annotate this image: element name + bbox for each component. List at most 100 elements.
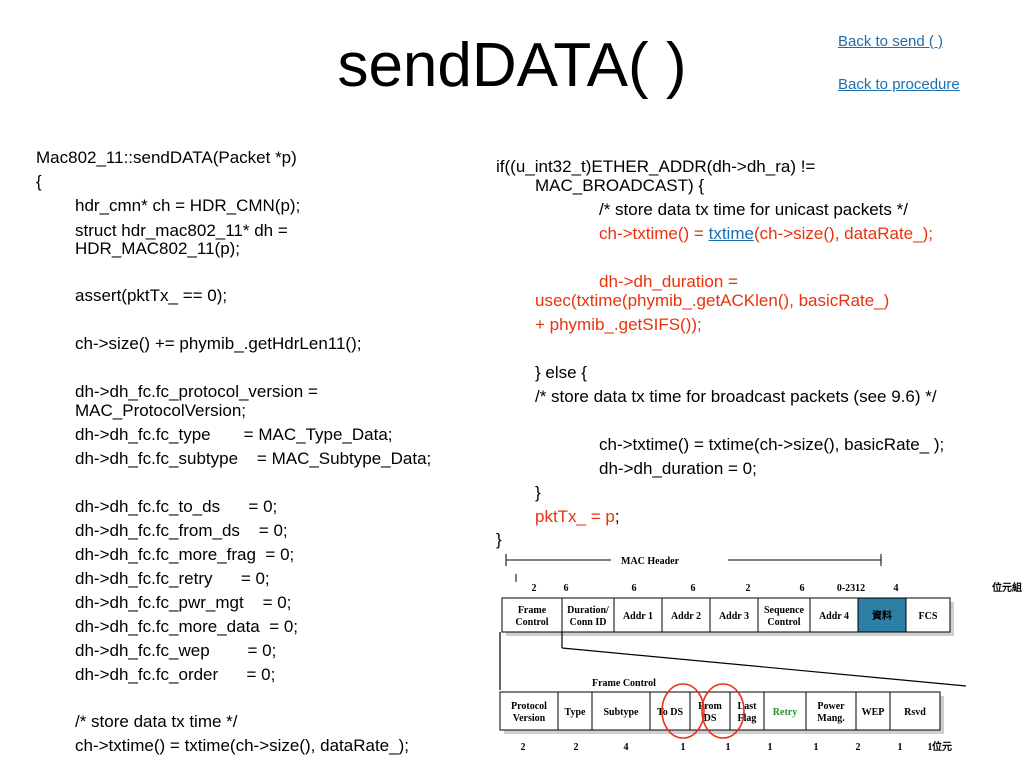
code-line: dh->dh_fc.fc_more_frag = 0; bbox=[75, 545, 295, 564]
bottom-size-label: 2 bbox=[521, 742, 526, 753]
code-line: MAC_BROADCAST) { bbox=[535, 176, 705, 195]
code-line: if((u_int32_t)ETHER_ADDR(dh->dh_ra) != bbox=[496, 157, 816, 176]
frame-control-field-cell bbox=[591, 691, 651, 731]
frame-field-label: Control bbox=[767, 617, 800, 628]
frame-control-field-label: Subtype bbox=[603, 707, 639, 718]
frame-control-field-label: Protocol bbox=[511, 701, 547, 712]
frame-control-field-label: Rsvd bbox=[904, 707, 926, 718]
code-text: ; bbox=[614, 507, 620, 526]
frame-field-cell bbox=[501, 597, 563, 633]
frame-control-field-label: Power bbox=[817, 701, 845, 712]
code-line: /* store data tx time */ bbox=[75, 712, 238, 731]
frame-field-cell bbox=[757, 597, 811, 633]
top-size-label: 2 bbox=[532, 583, 537, 594]
code-line: ch->size() += phymib_.getHdrLen11(); bbox=[75, 334, 362, 353]
frame-control-field-label: Last bbox=[738, 701, 758, 712]
frame-control-field-cell bbox=[763, 691, 807, 731]
frame-control-field-label: Type bbox=[565, 707, 586, 718]
code-line: HDR_MAC802_11(p); bbox=[75, 239, 241, 258]
back-to-procedure-link[interactable]: Back to procedure bbox=[838, 76, 960, 93]
frame-control-field-label: Version bbox=[513, 713, 546, 724]
code-line: dh->dh_fc.fc_protocol_version = bbox=[75, 382, 318, 401]
code-red-text: pktTx_ = p bbox=[535, 507, 615, 526]
frame-field-label: FCS bbox=[919, 611, 938, 622]
frame-control-field-label: WEP bbox=[862, 707, 885, 718]
frame-control-field-cell bbox=[855, 691, 891, 731]
code-line: ch->txtime() = txtime(ch->size(), dataRa… bbox=[75, 736, 409, 755]
code-line: dh->dh_fc.fc_retry = 0; bbox=[75, 569, 270, 588]
frame-field-cell bbox=[561, 597, 615, 633]
bottom-size-label: 1 bbox=[898, 742, 903, 753]
code-line: /* store data tx time for unicast packet… bbox=[599, 200, 908, 219]
bottom-size-label: 1 bbox=[681, 742, 686, 753]
code-red-text: (ch->size(), dataRate_); bbox=[753, 224, 933, 243]
code-line: /* store data tx time for broadcast pack… bbox=[535, 387, 937, 406]
top-unit-label: 位元組 bbox=[992, 581, 1022, 594]
code-line: dh->dh_fc.fc_type = MAC_Type_Data; bbox=[75, 425, 393, 444]
top-size-label: 6 bbox=[632, 583, 637, 594]
frame-field-cell bbox=[857, 597, 907, 633]
code-line: } bbox=[496, 530, 502, 549]
to-ds-highlight-circle bbox=[661, 683, 705, 739]
bottom-size-label: 1 bbox=[814, 742, 819, 753]
code-line: usec(txtime(phymib_.getACKlen(), basicRa… bbox=[535, 291, 890, 310]
code-line: { bbox=[36, 172, 42, 191]
frame-field-label: Conn ID bbox=[570, 617, 607, 628]
code-line: dh->dh_duration = bbox=[599, 272, 738, 291]
code-line: } else { bbox=[535, 363, 587, 382]
frame-field-label: Control bbox=[515, 617, 548, 628]
frame-field-label: Duration/ bbox=[567, 605, 609, 616]
frame-field-cell bbox=[613, 597, 663, 633]
bottom-size-label: 1 bbox=[726, 742, 731, 753]
frame-field-label: 資料 bbox=[872, 609, 892, 622]
code-line: pktTx_ = p; bbox=[535, 505, 620, 529]
bottom-size-label: 1 bbox=[768, 742, 773, 753]
txtime-link[interactable]: txtime bbox=[708, 224, 754, 243]
frame-field-label: Addr 2 bbox=[671, 611, 701, 622]
bottom-size-label: 2 bbox=[574, 742, 579, 753]
bottom-unit-label: 位元 bbox=[932, 740, 952, 753]
code-line: dh->dh_fc.fc_subtype = MAC_Subtype_Data; bbox=[75, 449, 432, 468]
bottom-size-label: 1 bbox=[928, 742, 933, 753]
back-to-send-link[interactable]: Back to send ( ) bbox=[838, 33, 944, 50]
frame-control-field-label: DS bbox=[704, 713, 717, 724]
frame-control-field-cell bbox=[805, 691, 857, 731]
top-size-label: 6 bbox=[691, 583, 696, 594]
frame-field-cell bbox=[709, 597, 759, 633]
code-line: } bbox=[535, 483, 541, 502]
top-size-label: 6 bbox=[564, 583, 569, 594]
code-line: dh->dh_fc.fc_order = 0; bbox=[75, 665, 276, 684]
frame-control-field-cell bbox=[649, 691, 691, 731]
code-line: hdr_cmn* ch = HDR_CMN(p); bbox=[75, 196, 301, 215]
frame-control-label: Frame Control bbox=[592, 678, 656, 689]
frame-field-cell bbox=[905, 597, 951, 633]
frame-control-field-cell bbox=[499, 691, 559, 731]
top-size-label: 6 bbox=[800, 583, 805, 594]
top-size-label: 2 bbox=[746, 583, 751, 594]
page-title: sendDATA( ) bbox=[337, 31, 687, 100]
left-code-block: Mac802_11::sendDATA(Packet *p) { hdr_cmn… bbox=[0, 0, 431, 755]
frame-field-label: Addr 4 bbox=[819, 611, 849, 622]
code-line: struct hdr_mac802_11* dh = bbox=[75, 221, 288, 240]
code-line: dh->dh_duration = 0; bbox=[599, 459, 757, 478]
code-line: MAC_ProtocolVersion; bbox=[75, 401, 247, 420]
frame-control-field-label: To DS bbox=[657, 707, 683, 718]
frame-control-field-cell bbox=[729, 691, 765, 731]
code-line: + phymib_.getSIFS()); bbox=[535, 315, 702, 334]
frame-control-field-label: Retry bbox=[773, 707, 797, 718]
frame-field-label: Sequence bbox=[764, 605, 805, 616]
code-line: ch->txtime() = txtime(ch->size(), dataRa… bbox=[599, 222, 933, 246]
top-size-label: 0-2312 bbox=[837, 583, 865, 594]
from-ds-highlight-circle bbox=[701, 683, 745, 739]
code-line: dh->dh_fc.fc_to_ds = 0; bbox=[75, 497, 278, 516]
frame-field-label: Addr 1 bbox=[623, 611, 653, 622]
frame-field-label: Addr 3 bbox=[719, 611, 749, 622]
code-line: dh->dh_fc.fc_pwr_mgt = 0; bbox=[75, 593, 292, 612]
frame-control-field-label: Mang. bbox=[817, 713, 845, 724]
code-line: dh->dh_fc.fc_more_data = 0; bbox=[75, 617, 299, 636]
